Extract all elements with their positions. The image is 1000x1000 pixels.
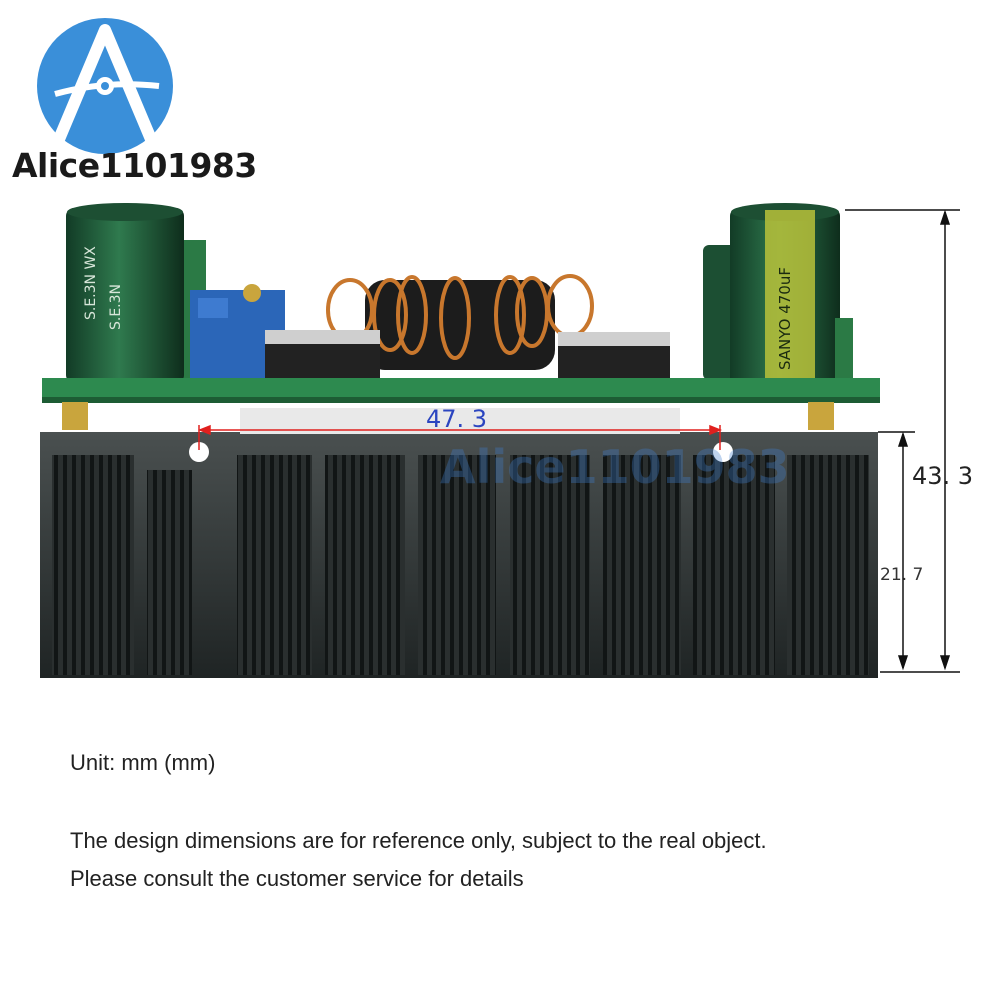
width-dimension-line — [197, 424, 723, 450]
width-dimension-label: 47. 3 — [426, 405, 488, 433]
right-capacitor-marking: SANYO 470uF — [776, 267, 794, 370]
left-capacitor: S.E.3N WX S.E.3N — [66, 203, 206, 383]
disclaimer-line-1: The design dimensions are for reference … — [70, 828, 767, 853]
total-height-label: 43. 3 — [912, 462, 974, 490]
mosfet-right — [558, 332, 670, 380]
disclaimer-line-2: Please consult the customer service for … — [70, 866, 524, 891]
left-capacitor-marking: S.E.3N WX — [83, 246, 99, 320]
right-capacitor: SANYO 470uF — [703, 203, 853, 385]
brand-name: Alice1101983 — [12, 146, 257, 185]
heatsink-height-label: 21. 7 — [880, 565, 924, 585]
mosfet-left — [265, 330, 380, 380]
product-photo: S.E.3N WX S.E.3N SANYO 470uF — [40, 203, 960, 678]
right-standoff — [808, 402, 834, 430]
svg-text:S.E.3N: S.E.3N — [108, 284, 124, 330]
watermark-text: Alice1101983 — [440, 440, 790, 494]
finned-heatsink-icon — [40, 408, 878, 678]
height-dimension-lines — [845, 209, 960, 673]
unit-text: Unit: mm (mm) — [70, 750, 216, 775]
circle-a-logo-icon — [37, 18, 173, 154]
disclaimer-text: The design dimensions are for reference … — [70, 822, 767, 898]
left-standoff — [62, 402, 88, 430]
green-pcb-icon — [42, 378, 880, 403]
